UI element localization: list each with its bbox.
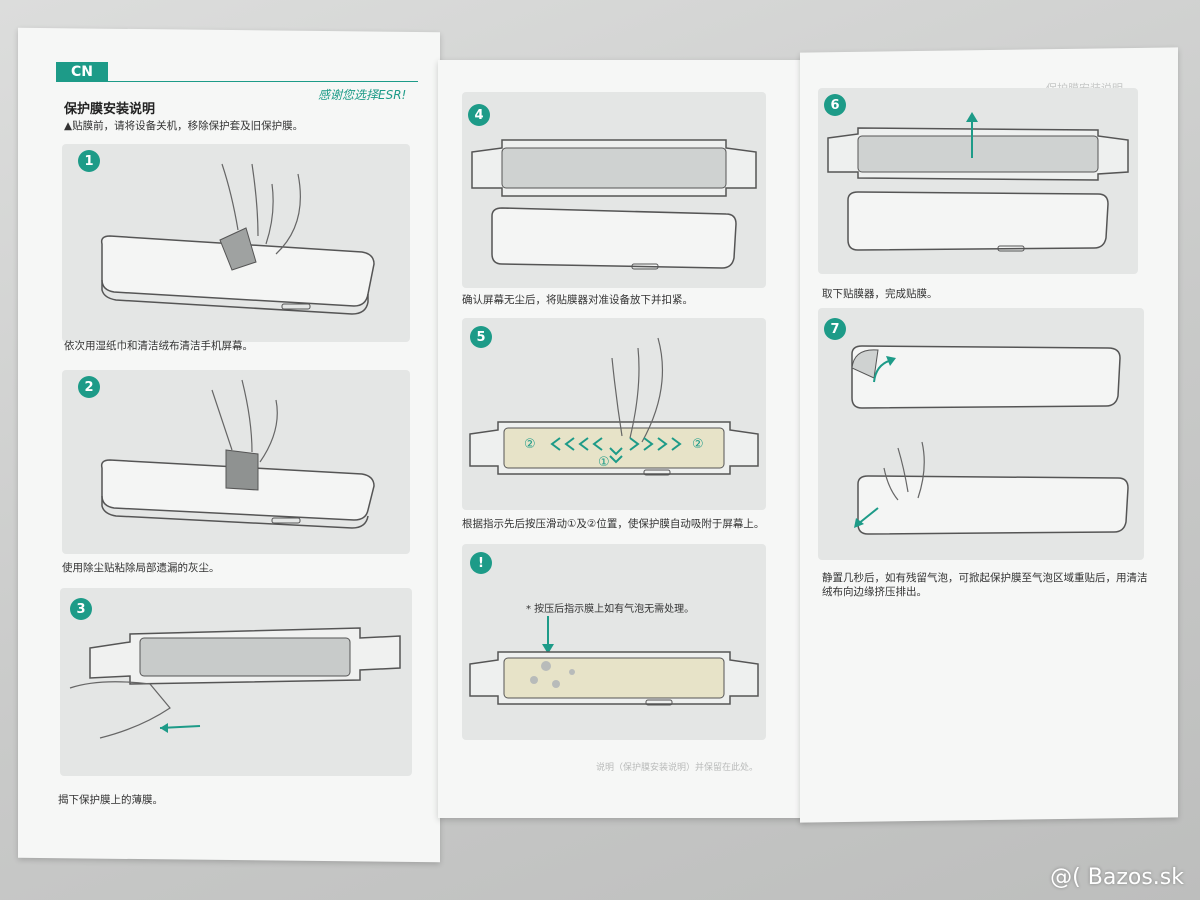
- step-6-illustration: [818, 88, 1138, 274]
- step-6-caption: 取下贴膜器，完成贴膜。: [822, 288, 938, 300]
- header-divider: [108, 81, 418, 82]
- step-2-illustration: [62, 370, 410, 554]
- align-applicator-illustration: [471, 139, 757, 270]
- reapply-film-illustration: [851, 345, 1129, 535]
- bubbles-illustration: [469, 616, 759, 706]
- step-1-badge: 1: [78, 150, 100, 172]
- step-4-badge: 4: [468, 104, 490, 126]
- phone-dust-sticker-illustration: [100, 379, 375, 529]
- step-5-illustration: [462, 318, 766, 510]
- step-7-illustration: [818, 308, 1144, 560]
- step-5-label-2-left: ②: [524, 437, 536, 452]
- step-7-caption-line2: 绒布向边缘挤压排出。: [822, 586, 927, 598]
- preparation-note: ▲贴膜前，请将设备关机，移除保护套及旧保护膜。: [64, 120, 304, 132]
- step-4-illustration: [462, 92, 766, 288]
- step-5-label-1: ①: [598, 455, 610, 470]
- step-5-label-2-right: ②: [692, 437, 704, 452]
- step-3-illustration: [60, 588, 412, 776]
- ghost-text-middle: 说明（保护膜安装说明）并保留在此处。: [596, 763, 759, 773]
- site-watermark: @( Bazos.sk: [1050, 865, 1184, 890]
- warning-illustration: [462, 544, 766, 740]
- step-4-caption: 确认屏幕无尘后，将贴膜器对准设备放下并扣紧。: [462, 294, 693, 306]
- remove-applicator-illustration: [827, 112, 1129, 252]
- thanks-text: 感谢您选择ESR!: [318, 88, 407, 102]
- language-badge: CN: [56, 62, 108, 82]
- step-5-badge: 5: [470, 326, 492, 348]
- warning-icon: !: [470, 552, 492, 574]
- page-title: 保护膜安装说明: [64, 102, 156, 117]
- step-5-caption: 根据指示先后按压滑动①及②位置，使保护膜自动吸附于屏幕上。: [462, 518, 765, 530]
- phone-wiping-illustration: [100, 163, 375, 315]
- step-3-badge: 3: [70, 598, 92, 620]
- step-1-illustration: [62, 144, 410, 342]
- step-3-caption: 揭下保护膜上的薄膜。: [58, 794, 163, 806]
- step-1-caption: 依次用湿纸巾和清洁绒布清洁手机屏幕。: [64, 340, 253, 352]
- peel-film-illustration: [69, 627, 401, 739]
- warning-text: * 按压后指示膜上如有气泡无需处理。: [526, 604, 695, 615]
- step-7-caption-line1: 静置几秒后，如有残留气泡，可掀起保护膜至气泡区域重贴后，用清洁: [822, 572, 1148, 584]
- press-slide-illustration: [469, 337, 759, 476]
- step-2-badge: 2: [78, 376, 100, 398]
- step-2-caption: 使用除尘贴粘除局部遗漏的灰尘。: [62, 562, 220, 574]
- step-6-badge: 6: [824, 94, 846, 116]
- step-7-badge: 7: [824, 318, 846, 340]
